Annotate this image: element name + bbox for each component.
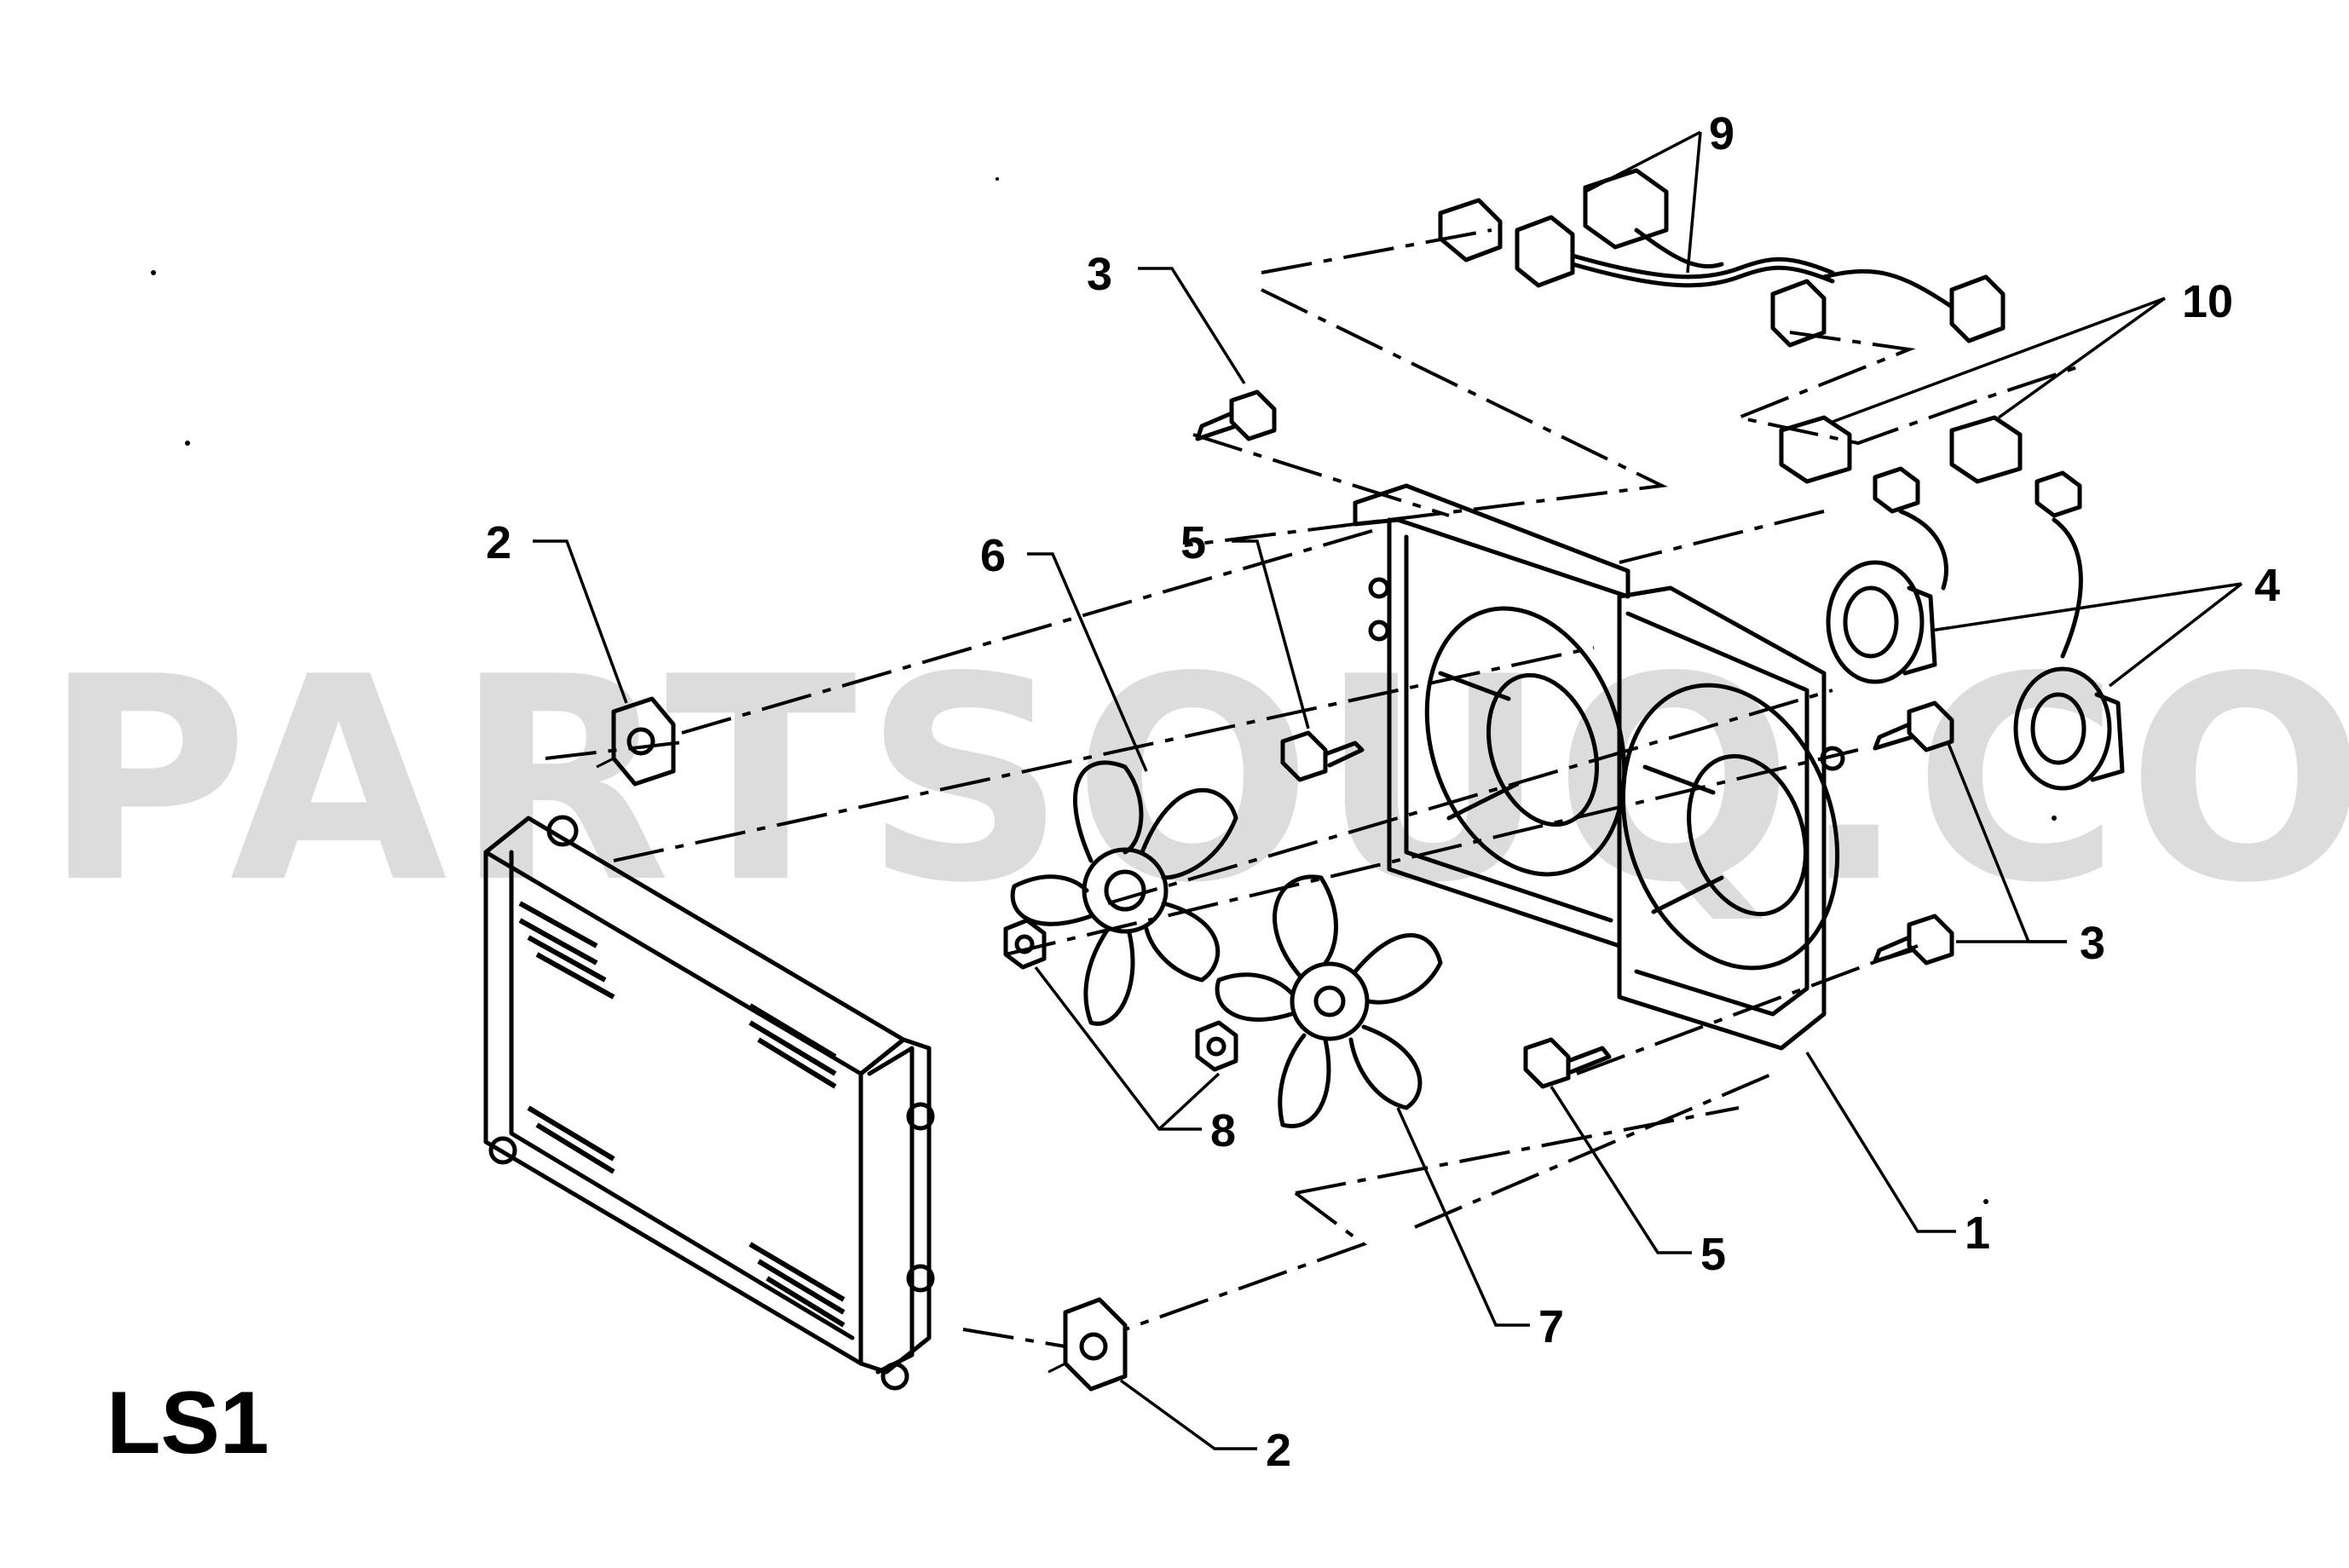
callout-bolt-top: 3 xyxy=(1087,249,1112,300)
callout-harness: 9 xyxy=(1709,108,1734,159)
watermark-text: PARTSOUQ.COM xyxy=(43,617,2349,944)
callout-nuts: 8 xyxy=(1210,1105,1236,1156)
fan-motors xyxy=(1826,509,2125,791)
rubber-mount-top xyxy=(596,696,676,787)
bolt-top xyxy=(1195,389,1277,441)
diagram-code-label: LS1 xyxy=(107,1374,269,1473)
callout-fan-right: 7 xyxy=(1538,1301,1564,1352)
screw-lower xyxy=(1523,1037,1612,1089)
callout-motors: 4 xyxy=(2254,560,2280,611)
wiring-harness xyxy=(1438,168,2006,348)
screw-upper xyxy=(1280,730,1365,782)
callout-bolt-right: 3 xyxy=(2080,918,2105,969)
radiator xyxy=(483,815,935,1391)
connectors xyxy=(1779,415,2082,518)
rubber-mount-bottom xyxy=(1048,1297,1128,1392)
callout-connectors: 10 xyxy=(2182,276,2233,327)
callout-screw-lower: 5 xyxy=(1700,1229,1726,1280)
leader-lines xyxy=(533,130,2243,1450)
fan-shroud-frame xyxy=(1353,483,1845,1051)
callout-screw-upper: 5 xyxy=(1180,517,1206,568)
callout-fan-left: 6 xyxy=(980,530,1006,581)
callout-frame: 1 xyxy=(1965,1208,1990,1259)
hex-nuts xyxy=(1003,918,1238,1072)
fan-blade-right xyxy=(1215,874,1443,1128)
scan-specks xyxy=(151,177,2057,1204)
fan-blade-left xyxy=(1010,760,1238,1026)
callout-mount-top: 2 xyxy=(486,517,511,568)
callout-numbers: 9 3 10 2 5 6 4 3 8 1 5 7 2 xyxy=(486,108,2280,1476)
bolts-right xyxy=(1873,700,1954,966)
callout-mount-bottom: 2 xyxy=(1266,1425,1291,1476)
radiator-core-fins xyxy=(518,901,846,1328)
